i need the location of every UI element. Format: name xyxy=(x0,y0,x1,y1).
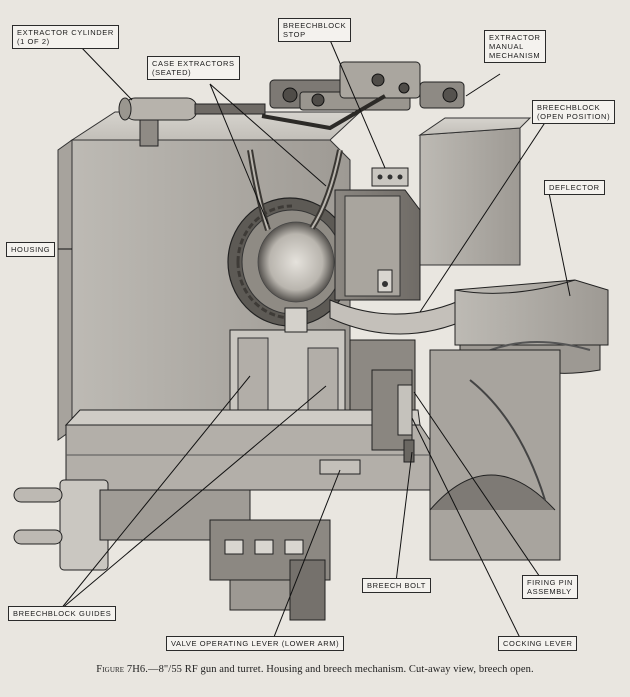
label-breechblock-open: BREECHBLOCK (OPEN POSITION) xyxy=(532,100,616,124)
lower-right-mount xyxy=(429,349,561,561)
top-linkage-mechanism xyxy=(261,61,465,131)
label-breech-bolt: BREECH BOLT xyxy=(362,578,431,593)
label-deflector: DEFLECTOR xyxy=(544,180,605,195)
label-cocking-lever: COCKING LEVER xyxy=(498,636,578,651)
label-extractor-cylinder: EXTRACTOR CYLINDER (1 OF 2) xyxy=(12,25,119,49)
firing-pin-assembly-part xyxy=(371,369,415,463)
breechblock-stop-part xyxy=(371,167,409,187)
label-valve-operating-lever: VALVE OPERATING LEVER (LOWER ARM) xyxy=(166,636,345,651)
valve-block-part xyxy=(13,459,361,621)
label-housing: HOUSING xyxy=(6,242,56,257)
breech-mechanism-illustration xyxy=(13,39,609,643)
caption-text: —8"/55 RF gun and turret. Housing and br… xyxy=(147,664,534,675)
leader-lines xyxy=(58,39,571,643)
label-breechblock-guides: BREECHBLOCK GUIDES xyxy=(8,606,117,621)
chamber-bore xyxy=(227,197,353,327)
label-case-extractors: CASE EXTRACTORS (SEATED) xyxy=(147,56,240,80)
label-firing-pin-assembly: FIRING PIN ASSEMBLY xyxy=(522,575,579,599)
figure-number: Figure 7H6. xyxy=(96,664,148,675)
label-extractor-manual-mechanism: EXTRACTOR MANUAL MECHANISM xyxy=(484,30,546,63)
extractor-cylinder-part xyxy=(118,97,266,147)
figure-caption: Figure 7H6.—8"/55 RF gun and turret. Hou… xyxy=(0,664,630,675)
case-extractor-arms xyxy=(247,149,343,231)
breechblock-part xyxy=(329,189,471,335)
label-breechblock-stop: BREECHBLOCK STOP xyxy=(278,18,352,42)
